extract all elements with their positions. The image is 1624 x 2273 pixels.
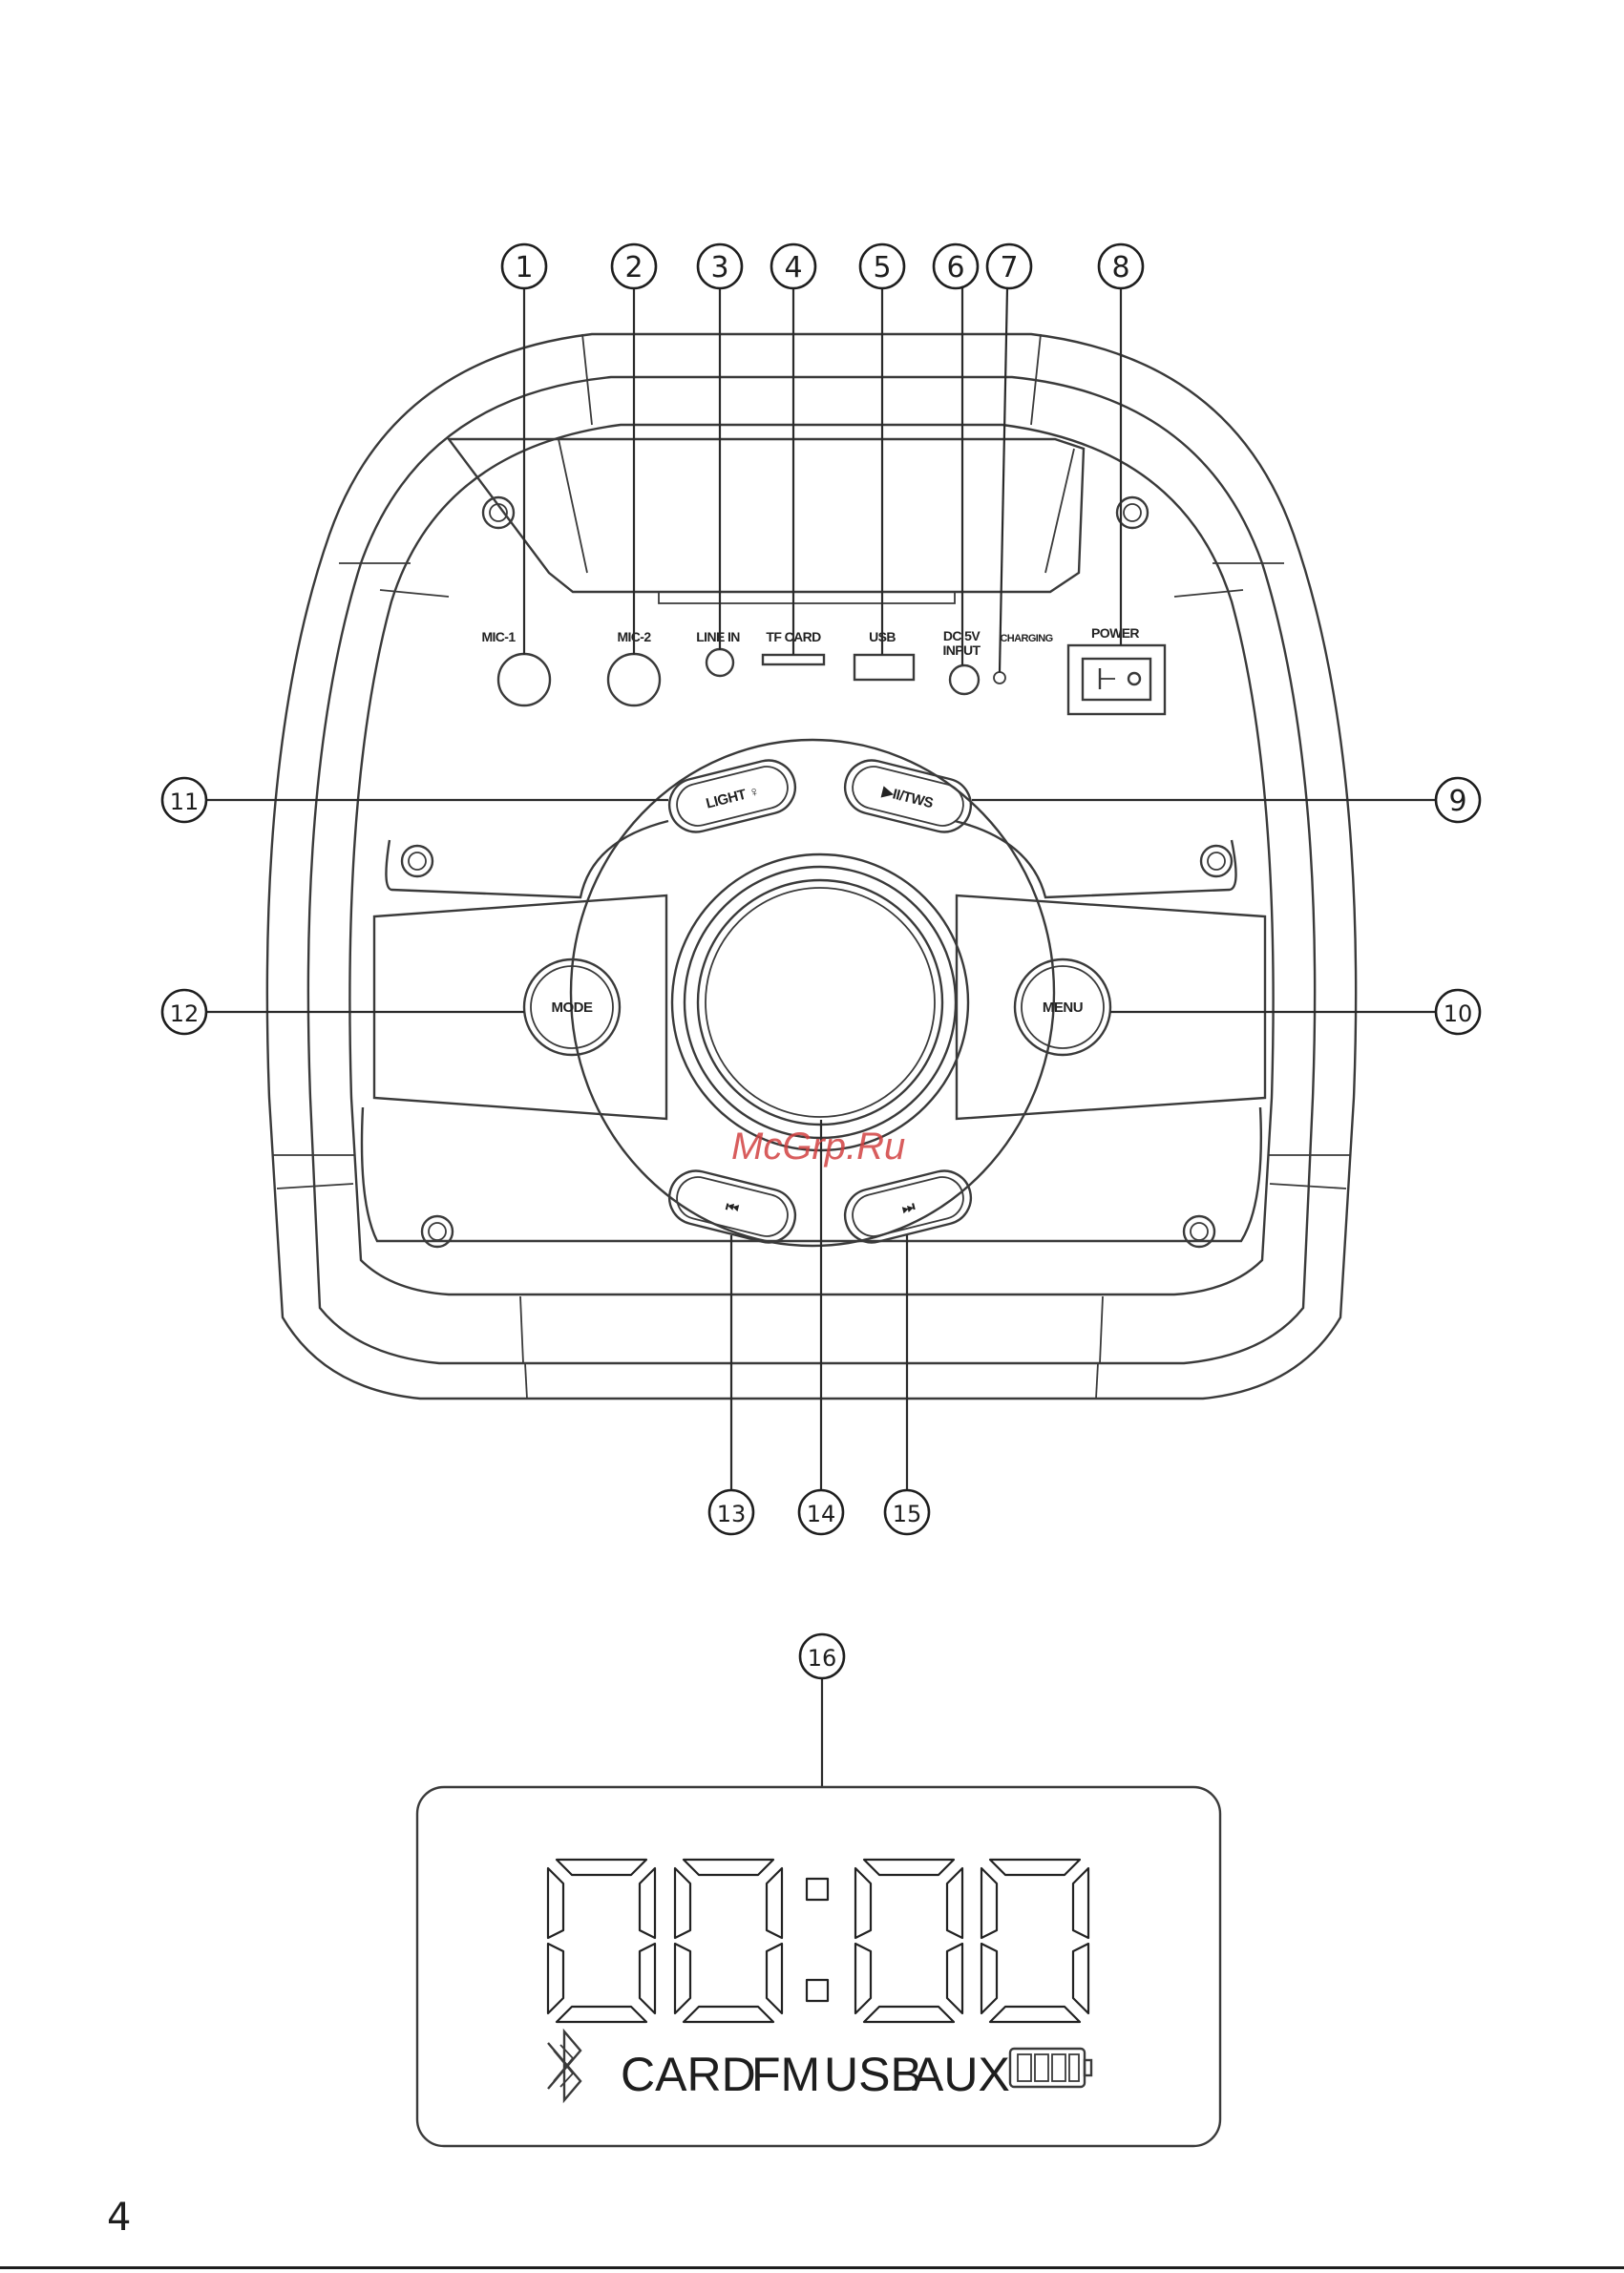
svg-text:4: 4	[784, 251, 802, 284]
lcd-digit-1-seg-upper-left	[548, 1868, 563, 1938]
prev-button-label: ⏮	[724, 1199, 741, 1218]
svg-text:14: 14	[807, 1501, 836, 1527]
menu-button[interactable]: MENU	[1015, 959, 1110, 1055]
callout-3: 3	[698, 244, 742, 288]
bluetooth-icon	[548, 2031, 580, 2100]
lcd-digit-3-seg-bottom	[864, 2007, 954, 2022]
mic1-jack[interactable]	[498, 654, 550, 705]
mode-button-label: MODE	[552, 1000, 593, 1016]
svg-text:7: 7	[1000, 251, 1018, 284]
svg-text:16: 16	[808, 1645, 837, 1672]
charging-led	[994, 672, 1005, 684]
lcd-digit-2-seg-upper-left	[675, 1868, 690, 1938]
callout-6: 6	[934, 244, 978, 288]
power-switch-off-mark	[1128, 673, 1140, 684]
callout-4: 4	[771, 244, 815, 288]
light-button-label: LIGHT ♀	[705, 783, 761, 811]
callout-15: 15	[885, 1490, 929, 1534]
lcd-digit-1-seg-top	[557, 1860, 646, 1875]
page-number: 4	[107, 2196, 131, 2240]
lcd-digit-1-seg-upper-right	[640, 1868, 655, 1938]
lcd-digit-1-seg-bottom	[557, 2007, 646, 2022]
lcd-digit-3-seg-lower-left	[855, 1944, 871, 2013]
lcd-digit-4-seg-upper-right	[1073, 1868, 1088, 1938]
svg-text:9: 9	[1448, 785, 1466, 818]
callout-8: 8	[1099, 244, 1143, 288]
charging-label: CHARGING	[1000, 633, 1052, 644]
lcd-digit-4-seg-bottom	[990, 2007, 1080, 2022]
line-in-label: LINE IN	[696, 629, 740, 644]
ports: MIC-1 MIC-2 LINE IN TF CARD USB DC 5V IN…	[481, 625, 1165, 714]
lcd-digit-3-seg-upper-left	[855, 1868, 871, 1938]
lcd-digit-2-seg-lower-left	[675, 1944, 690, 2013]
callout-7: 7	[987, 244, 1031, 288]
battery-icon	[1010, 2049, 1091, 2087]
lcd-digit-2-seg-top	[684, 1860, 773, 1875]
top-panel	[449, 439, 1148, 603]
callout-5: 5	[860, 244, 904, 288]
lcd-digit-4-seg-lower-right	[1073, 1944, 1088, 2013]
svg-text:6: 6	[946, 251, 964, 284]
tf-card-slot[interactable]	[763, 655, 824, 664]
menu-button-label: MENU	[1043, 1000, 1083, 1016]
lcd-colon-top	[807, 1879, 828, 1900]
lcd-digit-4-seg-top	[990, 1860, 1080, 1875]
watermark: McGrp.Ru	[731, 1126, 905, 1168]
play-tws-button-label: ▶II/TWS	[879, 783, 935, 811]
next-button-label: ⏭	[900, 1198, 917, 1217]
callout-9: 9	[1436, 778, 1480, 822]
play-tws-button[interactable]: ▶II/TWS	[839, 755, 977, 838]
mic2-jack[interactable]	[608, 654, 660, 705]
lcd-digit-3-seg-top	[864, 1860, 954, 1875]
svg-text:11: 11	[170, 789, 200, 815]
callout-12: 12	[162, 990, 206, 1034]
lcd-digit-4-seg-lower-left	[981, 1944, 997, 2013]
lcd-aux: AUX	[912, 2048, 1010, 2101]
svg-text:1: 1	[515, 251, 533, 284]
line-in-jack[interactable]	[707, 649, 733, 676]
svg-text:15: 15	[893, 1501, 922, 1527]
svg-text:2: 2	[624, 251, 643, 284]
lcd-display: CARD FM USB AUX	[417, 1787, 1220, 2146]
lcd-digit-3-seg-upper-right	[947, 1868, 962, 1938]
lcd-digit-1-seg-lower-left	[548, 1944, 563, 2013]
lcd-digit-2-seg-upper-right	[767, 1868, 782, 1938]
svg-text:5: 5	[873, 251, 891, 284]
callout-2: 2	[612, 244, 656, 288]
callout-1: 1	[502, 244, 546, 288]
power-label: POWER	[1091, 625, 1139, 641]
lcd-digit-3-seg-lower-right	[947, 1944, 962, 2013]
lcd-digit-2-seg-lower-right	[767, 1944, 782, 2013]
lcd-digit-4-seg-upper-left	[981, 1868, 997, 1938]
callout-10: 10	[1436, 990, 1480, 1034]
lcd-colon-bottom	[807, 1980, 828, 2001]
lcd-card: CARD	[621, 2048, 756, 2101]
volume-knob[interactable]	[707, 890, 933, 1115]
light-button[interactable]: LIGHT ♀	[664, 755, 801, 838]
callout-11: 11	[162, 778, 206, 822]
usb-port[interactable]	[854, 655, 914, 680]
callout-13: 13	[709, 1490, 753, 1534]
lcd-usb: USB	[824, 2048, 922, 2101]
svg-text:13: 13	[717, 1501, 747, 1527]
svg-text:12: 12	[170, 1000, 200, 1027]
lcd-digit-2-seg-bottom	[684, 2007, 773, 2022]
svg-text:3: 3	[710, 251, 728, 284]
svg-text:10: 10	[1444, 1000, 1473, 1027]
svg-text:8: 8	[1111, 251, 1129, 284]
mic1-label: MIC-1	[481, 629, 516, 644]
dc-input-jack[interactable]	[950, 665, 979, 694]
bottom-rule	[0, 2266, 1624, 2269]
lcd-digit-1-seg-lower-right	[640, 1944, 655, 2013]
lcd-fm: FM	[751, 2048, 820, 2101]
buttons: LIGHT ♀ ▶II/TWS MODE MENU ⏮	[524, 755, 1110, 1249]
callout-16: 16	[800, 1634, 844, 1678]
callout-14: 14	[799, 1490, 843, 1534]
